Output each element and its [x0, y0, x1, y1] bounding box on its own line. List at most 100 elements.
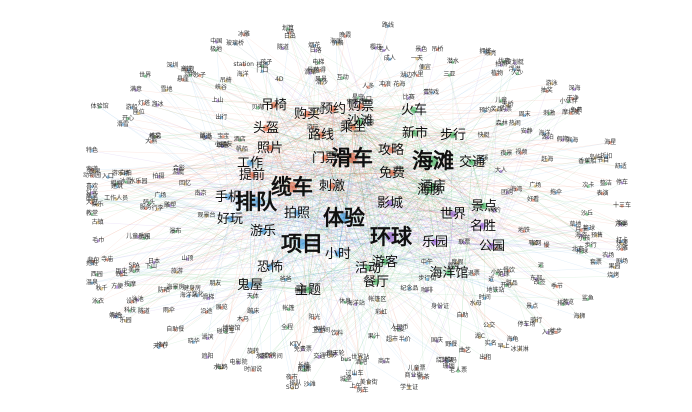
- node-dot: [438, 305, 442, 309]
- node-dot: [220, 366, 224, 370]
- node-label: 剧场: [616, 257, 629, 265]
- node-label: 合影: [172, 165, 185, 173]
- network-edge: [193, 109, 415, 343]
- node-label: 免费票: [293, 345, 312, 353]
- node-dot: [90, 281, 94, 285]
- network-edge: [352, 126, 377, 283]
- network-edge: [175, 205, 485, 232]
- node-dot: [582, 237, 586, 241]
- network-edge: [249, 261, 386, 286]
- network-edge: [391, 172, 504, 276]
- network-edge: [227, 196, 309, 291]
- network-edge: [249, 228, 590, 286]
- node-dot: [480, 157, 485, 161]
- node-label: 游船: [125, 103, 138, 111]
- network-edge: [207, 213, 454, 339]
- network-edge: [367, 267, 428, 280]
- node-dot: [538, 281, 542, 285]
- network-edge: [390, 149, 557, 333]
- node-label: 停车场: [517, 320, 536, 328]
- network-edge: [307, 97, 409, 291]
- network-edge: [116, 157, 326, 185]
- node-dot: [507, 269, 511, 273]
- network-edge: [343, 149, 392, 219]
- network-edge: [191, 104, 275, 290]
- node-dot: [106, 175, 110, 179]
- node-label: 沙丘: [581, 210, 594, 218]
- node-dot: [286, 307, 291, 312]
- node-label: 隧道: [199, 132, 212, 140]
- network-edge: [416, 205, 485, 370]
- node-label: 背包: [87, 257, 100, 265]
- network-edge: [320, 105, 362, 136]
- node-dot: [415, 73, 420, 78]
- network-edge: [138, 113, 298, 214]
- node-label: 小吃: [490, 269, 503, 277]
- node-label-core: 购票: [348, 98, 375, 114]
- network-edge: [449, 75, 484, 227]
- network-edge: [359, 120, 454, 215]
- node-dot: [579, 233, 583, 238]
- network-edge: [121, 185, 333, 273]
- network-edge: [116, 186, 293, 317]
- node-dot: [250, 196, 262, 208]
- network-edge: [432, 185, 548, 333]
- network-edge: [251, 174, 322, 332]
- node-label: 农场: [602, 252, 615, 260]
- network-edge: [292, 202, 391, 389]
- node-label: 北京: [571, 246, 584, 254]
- node-label: 干净: [566, 94, 579, 102]
- network-edge: [249, 152, 522, 164]
- node-dot: [242, 33, 246, 37]
- network-edge: [352, 26, 389, 128]
- node-label: 出租: [479, 354, 492, 362]
- network-edge: [91, 161, 473, 201]
- network-edge: [351, 157, 569, 304]
- network-edge: [227, 67, 426, 198]
- network-edge: [162, 134, 454, 346]
- network-edge: [273, 104, 322, 136]
- network-edge: [273, 104, 339, 255]
- network-edge: [115, 113, 308, 200]
- network-edge: [301, 157, 353, 245]
- node-label: 国庆: [430, 337, 443, 345]
- node-dot: [488, 52, 492, 56]
- network-edge: [414, 132, 484, 227]
- network-edge: [193, 217, 345, 343]
- node-dot: [561, 302, 565, 307]
- node-label-core: 交通: [459, 154, 486, 170]
- network-edge: [132, 189, 431, 302]
- node-dot: [482, 134, 486, 138]
- network-edge: [227, 196, 400, 329]
- network-edge: [215, 50, 293, 188]
- network-edge: [229, 77, 343, 220]
- network-edge: [149, 120, 361, 204]
- node-dot: [606, 254, 610, 258]
- node-label: 码头: [143, 198, 156, 206]
- network-edge: [291, 142, 611, 188]
- node-label: 宝宝: [217, 132, 230, 140]
- network-edge: [367, 164, 481, 269]
- node-label: 儿童: [495, 96, 508, 104]
- network-edge: [301, 72, 311, 245]
- node-dot: [513, 61, 517, 65]
- network-edge: [360, 105, 623, 224]
- node-label: 人少: [511, 69, 524, 77]
- network-edge: [107, 202, 391, 261]
- network-edge: [429, 133, 545, 191]
- network-edge: [296, 212, 355, 375]
- node-dot: [407, 96, 411, 100]
- network-edge: [269, 249, 578, 268]
- node-dot: [566, 301, 570, 306]
- network-edge: [182, 79, 454, 136]
- network-edge: [291, 186, 623, 245]
- node-dot: [574, 109, 578, 113]
- node-label: 徒步: [550, 328, 563, 336]
- node-dot: [494, 246, 498, 251]
- node-label: 体验馆: [90, 103, 109, 111]
- network-edge: [175, 284, 251, 330]
- node-label: 游戏: [426, 88, 439, 96]
- network-edge: [320, 134, 345, 219]
- network-edge: [154, 136, 473, 163]
- node-label: 隧道: [137, 308, 150, 316]
